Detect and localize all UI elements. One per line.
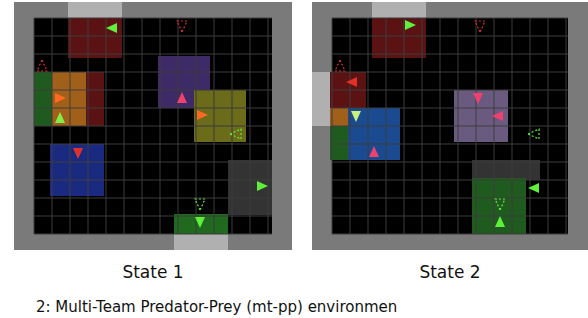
grid-line xyxy=(332,162,568,163)
prey-agent xyxy=(475,21,485,32)
view-zone xyxy=(472,178,526,234)
predator-agent xyxy=(197,110,208,120)
prey-agent xyxy=(495,199,505,210)
predator-agent xyxy=(473,93,483,104)
grid-line xyxy=(34,234,272,235)
predator-agent xyxy=(177,92,187,103)
prey-agent xyxy=(195,199,205,210)
grid-line xyxy=(34,54,272,55)
grid-line xyxy=(332,234,568,235)
prey-agent xyxy=(528,129,539,139)
exit-cell xyxy=(68,2,122,18)
grid-line xyxy=(332,54,568,55)
view-zone xyxy=(194,90,246,142)
grid-line xyxy=(332,144,568,145)
grid-line xyxy=(34,36,272,37)
view-zone xyxy=(330,108,348,126)
grid-world xyxy=(312,2,588,250)
grid-line xyxy=(34,126,272,127)
view-zone xyxy=(50,144,104,196)
grid-world xyxy=(14,2,292,250)
grid-line xyxy=(332,216,568,217)
grid-line xyxy=(34,162,272,163)
predator-agent xyxy=(495,216,505,227)
predator-agent xyxy=(492,111,503,121)
view-zone xyxy=(348,108,400,160)
view-zone xyxy=(174,214,228,234)
grid-line xyxy=(332,126,568,127)
grid-line xyxy=(34,108,272,109)
view-zone xyxy=(372,18,426,58)
floor xyxy=(332,18,568,234)
grid-line xyxy=(34,72,272,73)
grid-line xyxy=(332,36,568,37)
view-zone xyxy=(330,126,348,160)
grid-line xyxy=(34,18,272,19)
exit-cell xyxy=(312,72,330,126)
state-label: State 1 xyxy=(122,262,183,282)
predator-agent xyxy=(405,20,416,30)
grid-line xyxy=(34,216,272,217)
figure-caption: 2: Multi-Team Predator-Prey (mt-pp) envi… xyxy=(36,298,397,316)
wall xyxy=(14,2,292,250)
predator-agent xyxy=(106,23,117,33)
predator-agent xyxy=(73,148,83,159)
grid-line xyxy=(34,198,272,199)
predator-agent xyxy=(55,112,65,123)
grid-line xyxy=(332,108,568,109)
view-zone xyxy=(68,18,122,58)
prey-agent xyxy=(37,60,47,71)
grid-line xyxy=(332,18,568,19)
predator-agent xyxy=(195,217,205,228)
prey-agent xyxy=(177,21,187,32)
predator-agent xyxy=(55,93,66,103)
view-zone xyxy=(454,90,508,142)
exit-cell xyxy=(372,2,426,18)
view-zone xyxy=(52,72,86,126)
grid-line xyxy=(332,90,568,91)
view-zone xyxy=(34,72,52,126)
view-zone xyxy=(86,72,104,126)
prey-agent xyxy=(335,60,345,71)
grid-line xyxy=(332,198,568,199)
exit-cell xyxy=(174,234,228,250)
wall xyxy=(312,2,588,250)
predator-agent xyxy=(257,181,268,191)
prey-agent xyxy=(230,129,241,139)
grid-line xyxy=(34,144,272,145)
grid-line xyxy=(332,72,568,73)
predator-agent xyxy=(528,183,539,193)
grid-line xyxy=(34,90,272,91)
predator-agent xyxy=(346,77,357,87)
grid-line xyxy=(34,180,272,181)
floor xyxy=(34,18,272,234)
grid-line xyxy=(332,180,568,181)
state-label: State 2 xyxy=(419,262,480,282)
predator-agent xyxy=(351,111,361,122)
predator-agent xyxy=(369,146,379,157)
